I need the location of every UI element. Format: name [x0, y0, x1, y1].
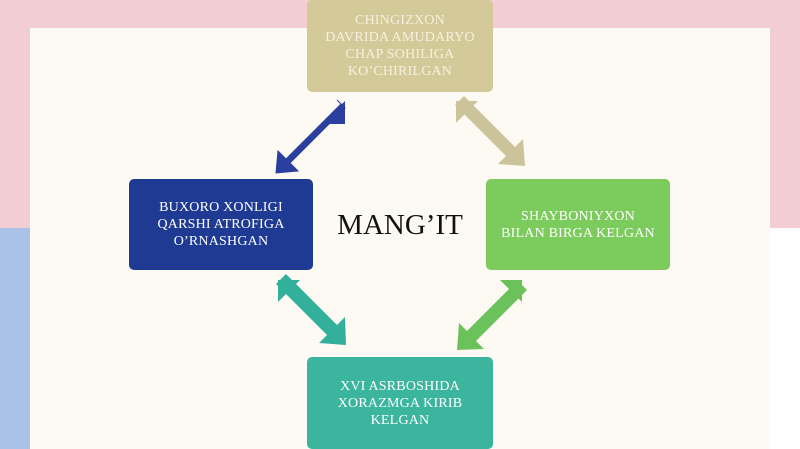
arrow-top-left	[275, 99, 346, 174]
arrow-top-right	[455, 96, 525, 166]
center-label: MANG’IT	[337, 208, 463, 241]
arrow-bottom-left	[276, 274, 346, 345]
arrow-bottom-right	[457, 280, 527, 350]
node-top: CHINGIZXON DAVRIDA AMUDARYO CHAP SOHILIG…	[307, 0, 493, 92]
node-bottom: XVI ASRBOSHIDA XORAZMGA KIRIB KELGAN	[307, 357, 493, 449]
background-left-strip	[0, 228, 30, 449]
node-left: BUXORO XONLIGI QARSHI ATROFIGA O’RNASHGA…	[129, 179, 313, 270]
node-right: SHAYBONIYXON BILAN BIRGA KELGAN	[486, 179, 670, 270]
